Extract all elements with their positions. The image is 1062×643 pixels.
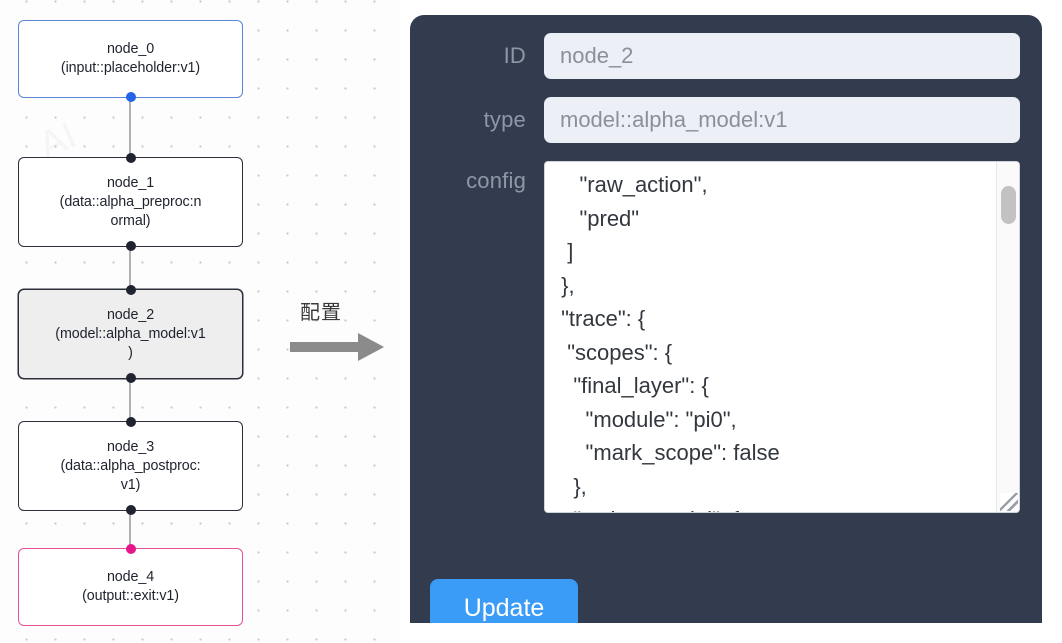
graph-node-handle-source[interactable] [125,373,136,383]
graph-node-node_3[interactable]: node_3 (data::alpha_postproc: v1) [18,417,243,515]
graph-node-node_4[interactable]: node_4 (output::exit:v1) [18,544,243,626]
graph-node-label: node_3 (data::alpha_postproc: v1) [60,438,201,493]
graph-node-handle-source[interactable] [125,241,136,251]
config-scrollbar-thumb[interactable] [1001,186,1016,224]
field-row-config: config "raw_action", "pred" ] }, "trace"… [432,161,1020,513]
type-input[interactable] [544,97,1020,143]
graph-node-label: node_0 (input::placeholder:v1) [60,41,201,76]
graph-node-node_0[interactable]: node_0 (input::placeholder:v1) [18,20,243,102]
config-scrollbar[interactable] [996,162,1019,512]
graph-node-node_2[interactable]: node_2 (model::alpha_model:v1 ) [18,285,243,383]
id-input[interactable] [544,33,1020,79]
field-row-type: type [432,97,1020,143]
graph-node-handle-source[interactable] [125,505,136,515]
textarea-resize-handle[interactable] [1000,493,1018,511]
graph-edge-node_3-to-node_4[interactable] [129,511,131,548]
config-panel: ID type config "raw_action", "pred" ] },… [410,15,1042,623]
node-graph-canvas[interactable]: AI AI node_0 (input::placeholder:v1)node… [0,0,400,643]
graph-node-handle-source[interactable] [125,92,136,102]
graph-node-handle-target[interactable] [125,417,136,427]
graph-node-node_1[interactable]: node_1 (data::alpha_preproc:n ormal) [18,153,243,251]
graph-node-label: node_1 (data::alpha_preproc:n ormal) [59,174,202,229]
graph-node-handle-target[interactable] [125,153,136,163]
graph-edge-node_0-to-node_1[interactable] [129,98,131,157]
right-arrow-icon [290,333,384,361]
config-label: config [466,168,526,193]
graph-node-label: node_4 (output::exit:v1) [82,569,179,604]
graph-edge-node_1-to-node_2[interactable] [129,247,131,289]
graph-node-handle-target[interactable] [125,544,136,554]
field-row-id: ID [432,33,1020,79]
graph-node-handle-target[interactable] [125,285,136,295]
annotation-group: 配置 [288,296,398,366]
graph-edge-node_2-to-node_3[interactable] [129,379,131,421]
config-textarea-wrap: "raw_action", "pred" ] }, "trace": { "sc… [544,161,1020,513]
update-button[interactable]: Update [430,579,578,623]
annotation-label: 配置 [300,302,342,324]
config-textarea[interactable]: "raw_action", "pred" ] }, "trace": { "sc… [545,162,1019,512]
id-label: ID [503,43,526,68]
graph-node-label: node_2 (model::alpha_model:v1 ) [55,306,206,361]
type-label: type [483,107,526,132]
